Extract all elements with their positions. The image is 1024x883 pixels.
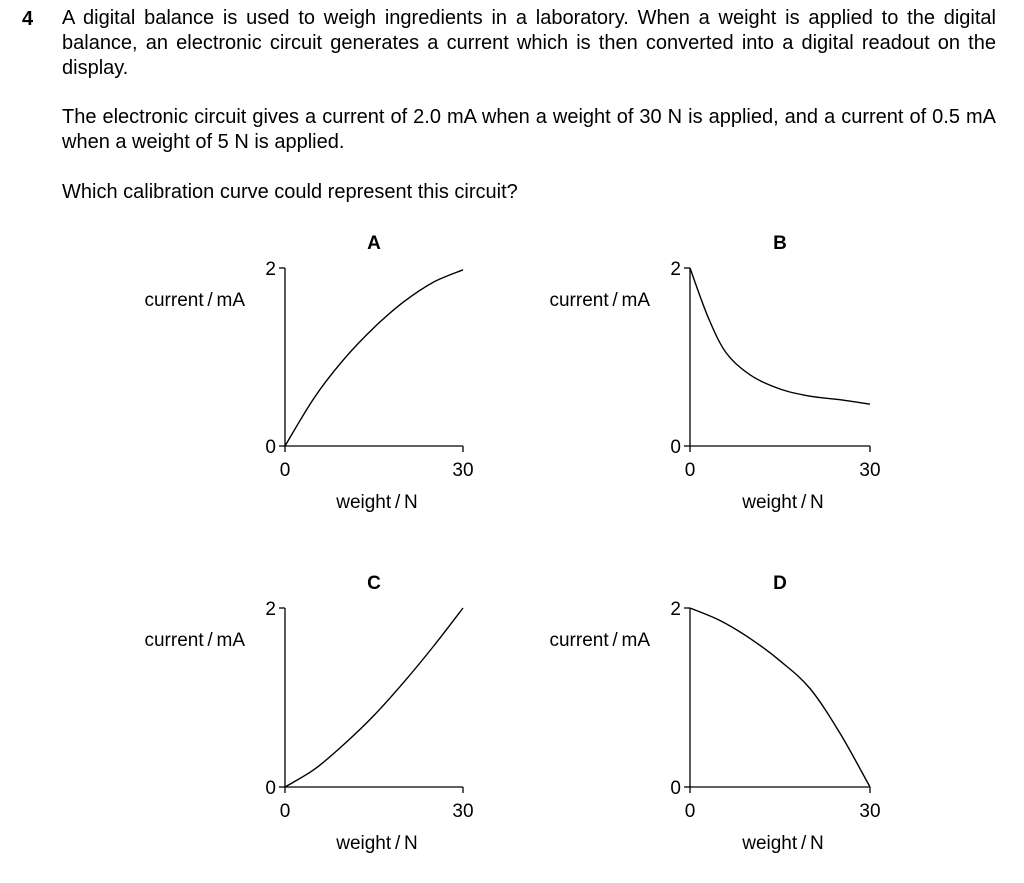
x-tick-label-max: 30	[859, 801, 880, 822]
question-prompt: Which calibration curve could represent …	[62, 181, 518, 203]
y-tick-label-max: 2	[670, 599, 681, 620]
option-label: C	[367, 573, 381, 594]
x-tick-label-zero: 0	[685, 460, 696, 481]
y-tick-label-zero: 0	[265, 437, 276, 458]
option-label: D	[773, 573, 787, 594]
y-tick-label-max: 2	[265, 259, 276, 280]
calibration-curve-d	[689, 607, 871, 788]
x-tick-label-max: 30	[859, 460, 880, 481]
y-tick-label-zero: 0	[670, 778, 681, 799]
y-axis-label: current / mA	[549, 630, 650, 651]
y-tick-label-max: 2	[670, 259, 681, 280]
x-axis-label: weight / N	[335, 492, 418, 513]
calibration-curve-a	[284, 269, 464, 447]
y-axis-label: current / mA	[144, 630, 245, 651]
graph-option-d: D 2 00 30 current / mA weight / N	[549, 573, 880, 854]
y-axis-label: current / mA	[144, 290, 245, 311]
x-tick-label-zero: 0	[685, 801, 696, 822]
y-tick-label-zero: 0	[670, 437, 681, 458]
x-axis-label: weight / N	[741, 492, 824, 513]
question-paragraph-2: The electronic circuit gives a current o…	[62, 106, 996, 153]
option-label: B	[773, 233, 787, 254]
graph-option-c: C 2 00 30 current / mA weight / N	[144, 573, 473, 854]
y-tick-label-max: 2	[265, 599, 276, 620]
option-label: A	[367, 233, 381, 254]
x-axis-label: weight / N	[335, 833, 418, 854]
x-tick-label-zero: 0	[280, 460, 291, 481]
x-tick-label-max: 30	[452, 801, 473, 822]
question-number: 4	[22, 8, 34, 30]
y-axis-label: current / mA	[549, 290, 650, 311]
graph-option-a: A 2 00 30 current / mA weight / N	[144, 233, 473, 513]
question-paragraph-1: A digital balance is used to weigh ingre…	[62, 7, 996, 79]
x-axis-label: weight / N	[741, 833, 824, 854]
graph-option-b: B 2 00 30 current / mA weight / N	[549, 233, 880, 513]
x-tick-label-max: 30	[452, 460, 473, 481]
x-tick-label-zero: 0	[280, 801, 291, 822]
y-tick-label-zero: 0	[265, 778, 276, 799]
calibration-curve-c	[284, 607, 464, 788]
calibration-curve-b	[689, 267, 871, 405]
